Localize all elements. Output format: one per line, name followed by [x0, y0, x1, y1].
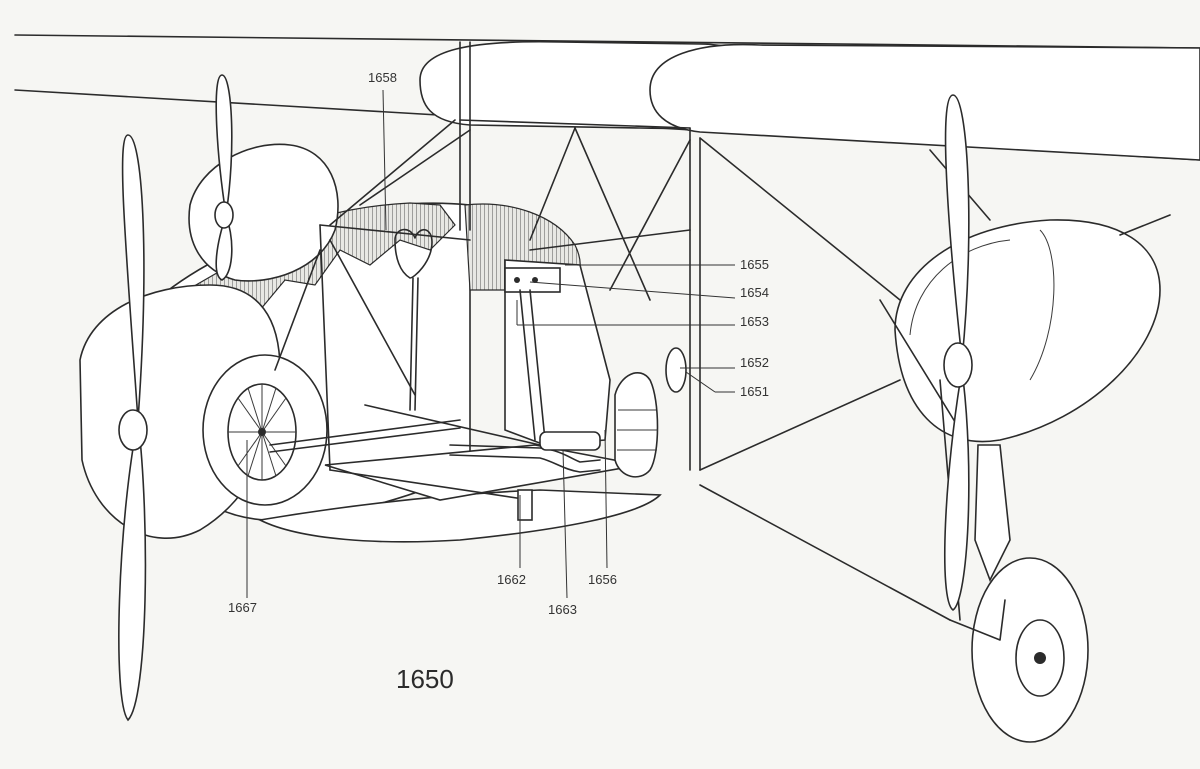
callout-1654: 1654	[740, 285, 769, 300]
left-rear-propeller	[214, 74, 234, 281]
callout-1663: 1663	[548, 602, 577, 617]
callout-1656: 1656	[588, 572, 617, 587]
left-front-propeller	[118, 134, 148, 722]
fuel-system	[449, 347, 687, 521]
callout-1653: 1653	[740, 314, 769, 329]
callout-1655: 1655	[740, 257, 769, 272]
upper-wing	[14, 34, 1200, 161]
control-yoke	[269, 228, 546, 453]
callout-1662: 1662	[497, 572, 526, 587]
right-propeller	[943, 94, 973, 611]
right-landing-gear	[949, 444, 1089, 743]
figure-number: 1650	[396, 664, 454, 694]
seat-tank	[504, 259, 611, 446]
callout-1667: 1667	[228, 600, 257, 615]
callout-1651: 1651	[740, 384, 769, 399]
left-wheel	[202, 354, 328, 506]
callout-1658: 1658	[368, 70, 397, 85]
leader-lines	[246, 89, 736, 599]
right-engine	[894, 219, 1161, 443]
callout-1652: 1652	[740, 355, 769, 370]
callout-labels: 1658 1655 1654 1653 1652 1651 1662 1656 …	[228, 70, 769, 617]
